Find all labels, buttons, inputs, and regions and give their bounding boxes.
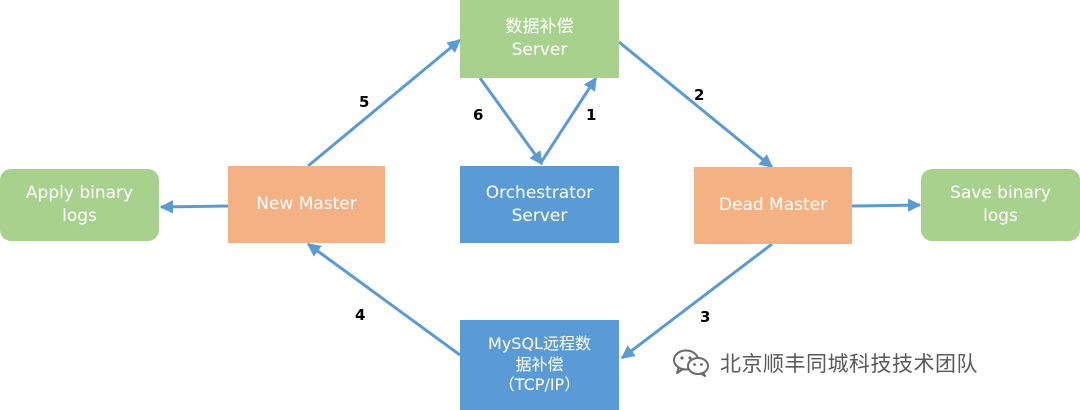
watermark: 北京顺丰同城科技技术团队	[672, 346, 978, 380]
node-orchestrator-server: Orchestrator Server	[460, 166, 619, 243]
edge-apply-logs-arrow	[159, 200, 229, 214]
node-compensation-server-label: 数据补偿 Server	[505, 17, 574, 60]
edge-6-arrow	[478, 77, 544, 166]
edge-label-5: 5	[359, 93, 370, 111]
edge-4-arrow	[306, 242, 461, 357]
edge-label-6: 6	[473, 106, 484, 124]
edge-label-1: 1	[586, 106, 597, 124]
wechat-icon	[673, 349, 709, 377]
node-save-binary-logs: Save binary logs	[921, 169, 1080, 241]
edge-save-logs-arrow	[851, 198, 922, 212]
node-new-master-label: New Master	[256, 194, 357, 215]
node-compensation-server: 数据补偿 Server	[460, 0, 619, 78]
watermark-text: 北京顺丰同城科技技术团队	[720, 352, 978, 376]
node-dead-master: Dead Master	[694, 167, 852, 244]
edge-3-arrow	[620, 242, 773, 360]
node-new-master: New Master	[228, 166, 385, 243]
node-apply-binary-logs: Apply binary logs	[0, 169, 159, 241]
edge-2-arrow	[618, 40, 774, 169]
edge-label-2: 2	[694, 86, 705, 104]
edge-label-4: 4	[355, 306, 366, 324]
node-save-binary-logs-label: Save binary logs	[950, 183, 1051, 226]
node-mysql-compensation: MySQL远程数 据补偿 （TCP/IP）	[460, 320, 619, 410]
edge-label-3: 3	[700, 308, 711, 326]
node-dead-master-label: Dead Master	[718, 195, 828, 216]
node-mysql-compensation-label: MySQL远程数 据补偿 （TCP/IP）	[488, 333, 591, 395]
node-orchestrator-server-label: Orchestrator Server	[485, 182, 594, 226]
edge-5-arrow	[307, 38, 462, 168]
node-apply-binary-logs-label: Apply binary logs	[25, 183, 134, 226]
